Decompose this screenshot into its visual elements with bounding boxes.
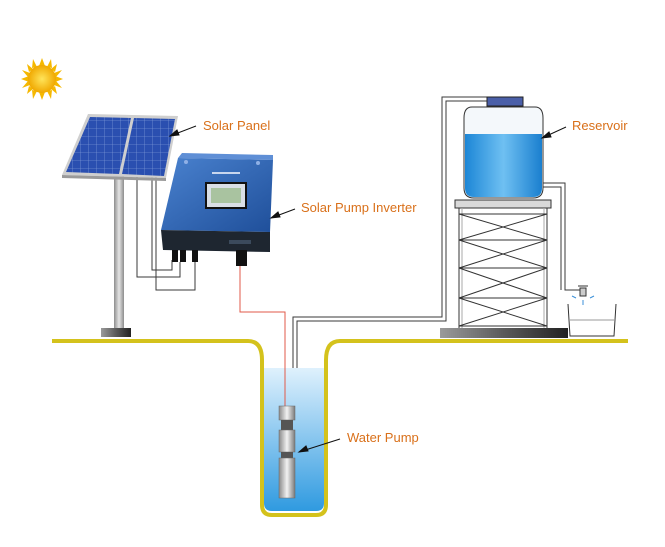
water-pump-icon (278, 405, 296, 499)
label-solar-panel: Solar Panel (203, 118, 271, 133)
wiring (136, 96, 584, 368)
tower-base (440, 328, 568, 338)
ground-line (52, 339, 628, 517)
solar-panel-icon (62, 114, 178, 181)
label-solar-pump-inverter: Solar Pump Inverter (301, 200, 417, 215)
faucet-icon (567, 285, 617, 337)
label-arrows (168, 125, 567, 453)
label-reservoir: Reservoir (572, 118, 628, 133)
pump-cable (239, 266, 286, 408)
label-water-pump: Water Pump (347, 430, 419, 445)
solar-panel-pole (101, 175, 131, 337)
sun-icon (21, 58, 63, 100)
tower-icon (454, 199, 552, 328)
reservoir-tank-icon (463, 96, 544, 199)
inverter-icon (161, 153, 273, 266)
